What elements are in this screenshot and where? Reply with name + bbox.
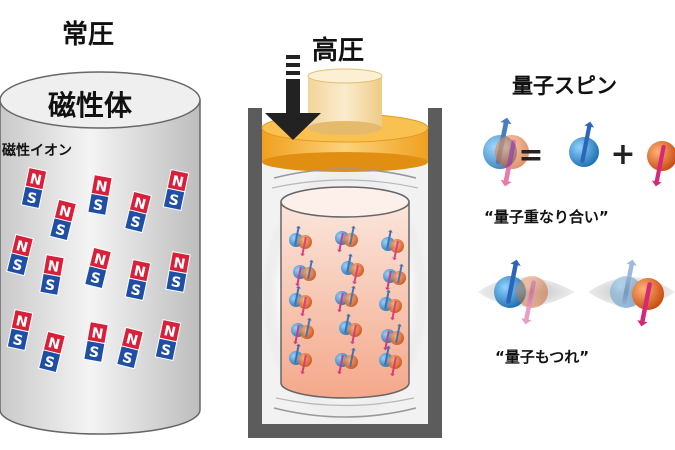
magnet-south-label: S bbox=[159, 342, 172, 360]
orange-spin-ball bbox=[647, 141, 675, 187]
orange-spin-ball bbox=[390, 323, 404, 345]
orange-spin-ball bbox=[392, 263, 406, 285]
magnet-north-label: N bbox=[28, 171, 43, 189]
orange-spin-ball bbox=[298, 353, 312, 375]
piston bbox=[307, 68, 383, 135]
orange-spin-ball bbox=[344, 285, 358, 307]
blue-spin-ball bbox=[494, 259, 526, 308]
magnet-north-label: N bbox=[132, 263, 147, 281]
magnet-south-label: S bbox=[92, 197, 105, 215]
ion-pair bbox=[335, 347, 358, 375]
entanglement-caption: “量子もつれ” bbox=[495, 348, 590, 366]
orange-spin-ball bbox=[298, 295, 312, 317]
orange-spin-ball bbox=[344, 225, 358, 247]
magnet-south-label: S bbox=[25, 190, 38, 208]
orange-spin-ball bbox=[516, 276, 548, 325]
ion-pair bbox=[341, 253, 364, 285]
bar-magnet: NS bbox=[124, 190, 152, 234]
magnet-south-label: S bbox=[88, 344, 101, 362]
magnet-south-label: S bbox=[167, 192, 180, 210]
magnet-north-label: N bbox=[92, 251, 107, 269]
quantum-spin-title: 量子スピン bbox=[512, 74, 617, 98]
magnet-north-label: N bbox=[132, 195, 147, 213]
orange-spin-ball bbox=[632, 278, 664, 327]
bar-magnet: NS bbox=[6, 233, 34, 277]
plus-sign: + bbox=[610, 137, 635, 172]
magnetic-material-label: 磁性体 bbox=[48, 89, 133, 122]
bar-magnet: NS bbox=[38, 330, 66, 374]
magnet-south-label: S bbox=[11, 257, 25, 275]
magnetic-ion-label: 磁性イオン bbox=[2, 143, 72, 159]
ion-pair bbox=[291, 317, 314, 345]
orange-spin-ball bbox=[300, 317, 314, 339]
ion-pair bbox=[339, 313, 362, 345]
magnet-south-label: S bbox=[43, 354, 57, 372]
orange-spin-ball bbox=[344, 347, 358, 369]
compression-marks bbox=[271, 168, 419, 418]
high-pressure-title: 高圧 bbox=[312, 36, 365, 66]
bar-magnet: NS bbox=[124, 258, 152, 302]
magnet-north-label: N bbox=[124, 331, 139, 349]
magnet-north-label: N bbox=[162, 323, 177, 341]
orange-spin-ball bbox=[298, 235, 312, 257]
magnet-north-label: N bbox=[14, 238, 29, 256]
bar-magnet: NS bbox=[154, 318, 182, 362]
orange-spin-ball bbox=[495, 135, 529, 187]
bar-magnet: NS bbox=[162, 168, 190, 212]
ion-pair bbox=[379, 345, 402, 377]
bar-magnet: NS bbox=[116, 326, 144, 370]
magnet-south-label: S bbox=[121, 350, 135, 368]
bar-magnet: NS bbox=[39, 254, 65, 296]
entanglement-diagram bbox=[478, 259, 675, 327]
ion-pair bbox=[381, 323, 404, 351]
ion-pair bbox=[335, 225, 358, 253]
pressure-arrow bbox=[265, 55, 321, 140]
magnet-south-label: S bbox=[129, 282, 142, 300]
ion-pair bbox=[289, 225, 312, 257]
orange-spin-ball bbox=[390, 239, 404, 261]
bar-magnet: NS bbox=[165, 251, 191, 293]
magnet-north-label: N bbox=[170, 173, 185, 191]
ion-pair bbox=[289, 343, 312, 375]
superposition-caption: “量子重なり合い” bbox=[484, 208, 609, 226]
ion-pair bbox=[383, 263, 406, 291]
bar-magnet: NS bbox=[84, 246, 112, 290]
orange-spin-ball bbox=[388, 299, 402, 321]
orange-spin-ball bbox=[348, 323, 362, 345]
ion-pair bbox=[381, 229, 404, 261]
magnet-north-label: N bbox=[172, 255, 186, 273]
magnet-south-label: S bbox=[54, 222, 68, 240]
bar-magnet: NS bbox=[49, 198, 77, 242]
magnet-north-label: N bbox=[90, 325, 104, 343]
entangled-ion-pairs bbox=[289, 225, 406, 377]
orange-spin-ball bbox=[388, 355, 402, 377]
magnet-north-label: N bbox=[57, 203, 72, 221]
ion-pair bbox=[379, 289, 402, 321]
magnet-north-label: N bbox=[94, 178, 108, 196]
bar-magnet: NS bbox=[87, 174, 113, 216]
magnet-north-label: N bbox=[46, 258, 60, 276]
bar-magnet: NS bbox=[83, 321, 109, 363]
magnet-north-label: N bbox=[46, 335, 61, 353]
orange-spin-ball bbox=[350, 263, 364, 285]
magnet-south-label: S bbox=[129, 214, 143, 232]
magnet-south-label: S bbox=[170, 274, 183, 292]
magnet-south-label: S bbox=[89, 270, 103, 288]
equals-sign: = bbox=[518, 138, 543, 173]
bar-magnet: NS bbox=[6, 308, 34, 352]
magnet-south-label: S bbox=[44, 277, 57, 295]
ion-pair bbox=[335, 285, 358, 313]
ion-pair bbox=[289, 285, 312, 317]
magnet-north-label: N bbox=[14, 313, 29, 331]
orange-spin-ball bbox=[302, 259, 316, 281]
magnet-south-label: S bbox=[11, 332, 24, 350]
ion-pair bbox=[293, 259, 316, 287]
bar-magnet: NS bbox=[20, 166, 48, 210]
blue-spin-ball bbox=[569, 121, 599, 167]
normal-pressure-title: 常圧 bbox=[62, 20, 115, 50]
superposition-diagram bbox=[483, 117, 675, 187]
